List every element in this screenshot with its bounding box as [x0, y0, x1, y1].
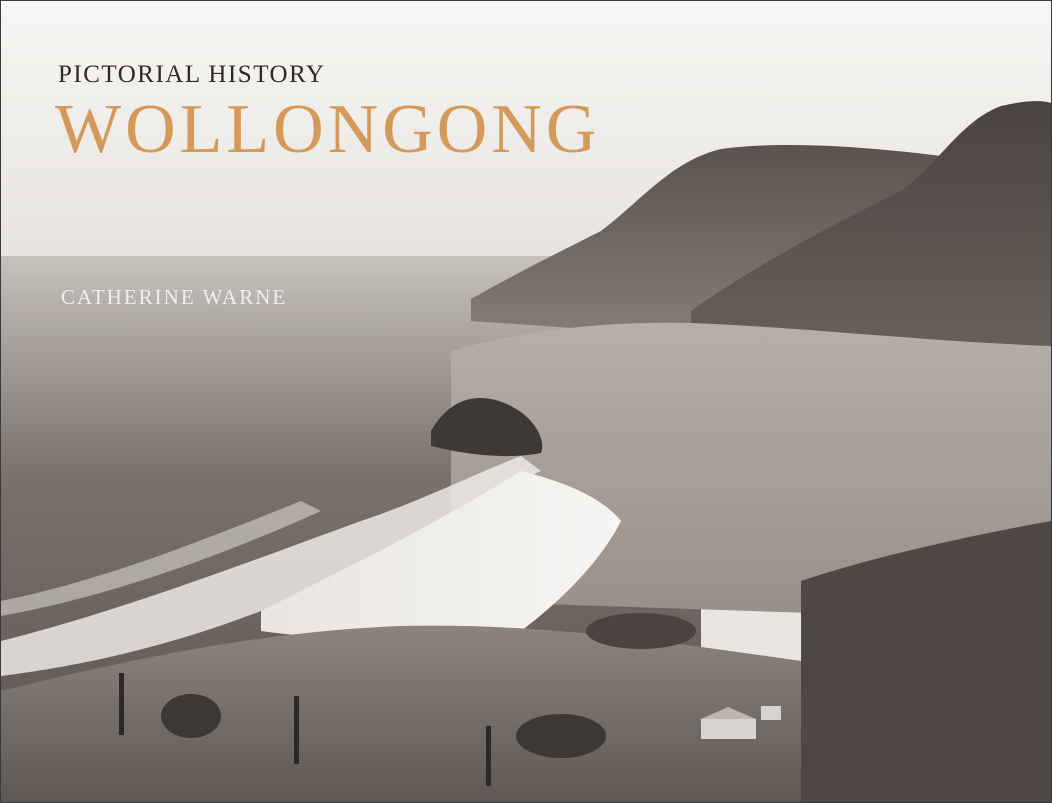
- author-name: CATHERINE WARNE: [61, 285, 288, 309]
- series-title: PICTORIAL HISTORY: [58, 61, 326, 88]
- book-title: WOLLONGONG: [55, 91, 601, 168]
